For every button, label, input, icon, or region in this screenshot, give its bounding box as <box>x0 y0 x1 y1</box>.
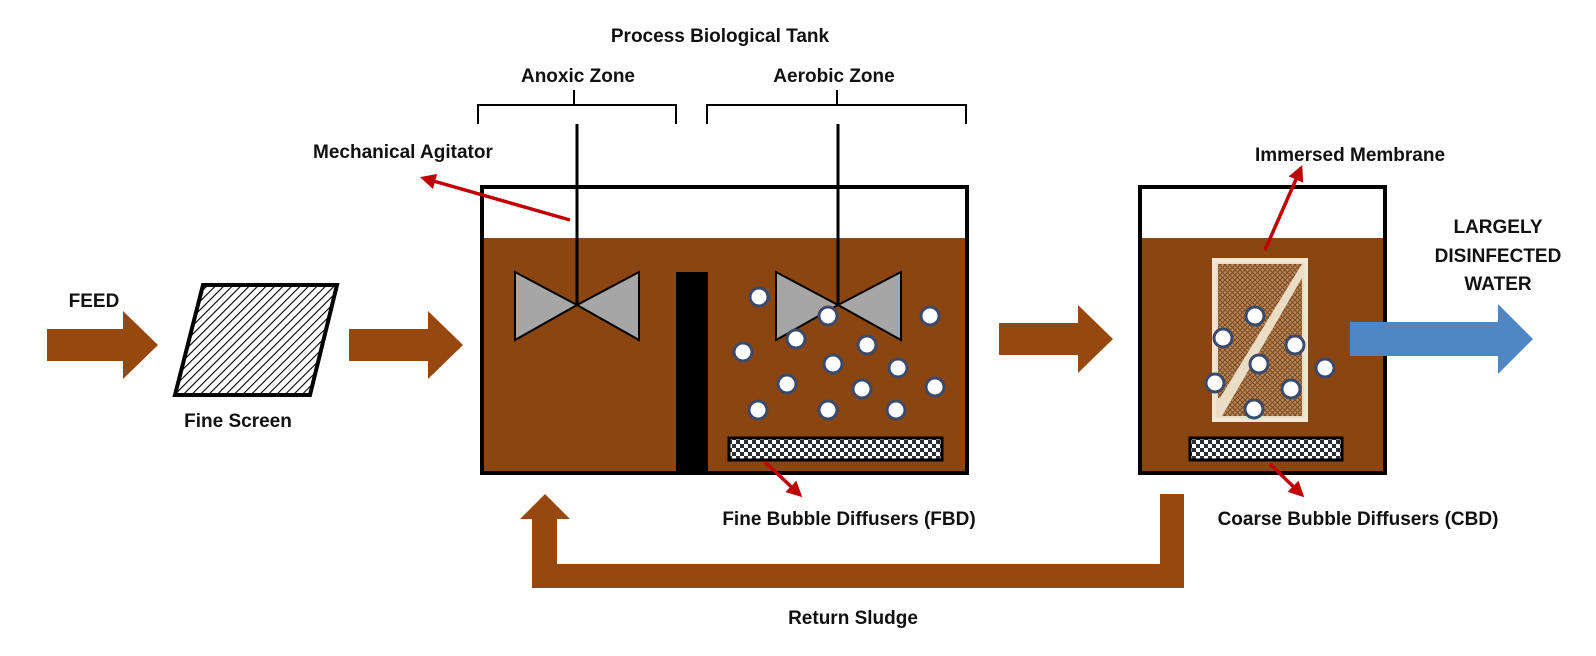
aerobic-zone-brace <box>706 90 967 124</box>
immersed-membrane-lower <box>1222 278 1302 416</box>
return-sludge-label: Return Sludge <box>788 608 918 629</box>
agitator-blade-left <box>514 270 580 342</box>
anoxic-zone-label: Anoxic Zone <box>521 66 635 87</box>
air-bubble <box>776 373 798 395</box>
air-bubble <box>885 399 907 421</box>
air-bubble <box>1284 334 1306 356</box>
anoxic-mechanical-agitator <box>514 270 640 342</box>
disinfected-water-arrow <box>1350 304 1533 374</box>
fine-screen <box>172 283 340 397</box>
fine-bubble-diffuser-callout-arrow <box>763 460 803 498</box>
coarse-bubble-diffuser-callout-arrow <box>1268 462 1305 498</box>
anoxic-zone-brace <box>477 90 677 124</box>
air-bubble <box>919 305 941 327</box>
aerobic-air-bubbles <box>732 286 946 421</box>
output-label-line1: LARGELY <box>1453 217 1542 238</box>
agitator-blade-right <box>835 270 902 342</box>
air-bubble <box>817 305 839 327</box>
immersed-membrane-upper <box>1218 264 1302 398</box>
mechanical-agitator-label: Mechanical Agitator <box>313 142 493 163</box>
bio-tank-sludge <box>482 238 967 473</box>
air-bubble <box>887 357 909 379</box>
feed-label: FEED <box>69 291 120 312</box>
output-label-line2: DISINFECTED <box>1435 246 1562 267</box>
air-bubble <box>1248 353 1270 375</box>
process-biological-tank <box>480 185 969 475</box>
air-bubble <box>747 399 769 421</box>
coarse-bubble-diffusers-label: Coarse Bubble Diffusers (CBD) <box>1218 509 1499 530</box>
air-bubble <box>851 378 873 400</box>
air-bubble <box>1280 378 1302 400</box>
agitator-blade-right <box>574 270 640 342</box>
fine-bubble-diffusers-label: Fine Bubble Diffusers (FBD) <box>722 509 975 530</box>
output-label-line3: WATER <box>1464 274 1531 295</box>
aerobic-zone-label: Aerobic Zone <box>773 66 894 87</box>
air-bubble <box>817 399 839 421</box>
air-bubble <box>1314 357 1336 379</box>
air-bubble <box>732 341 754 363</box>
flow-arrow-to-membrane-tank <box>999 305 1113 373</box>
membrane-air-bubbles <box>1204 305 1336 420</box>
mechanical-agitator-callout-arrow <box>419 173 571 222</box>
air-bubble <box>785 328 807 350</box>
coarse-bubble-diffuser <box>1188 436 1344 462</box>
air-bubble <box>822 353 844 375</box>
fine-bubble-diffuser <box>727 436 944 462</box>
flow-arrow-to-bio-tank <box>349 311 463 379</box>
tank-baffle <box>676 272 708 473</box>
air-bubble <box>856 334 878 356</box>
return-sludge-arrow <box>520 494 1184 588</box>
air-bubble <box>1244 305 1266 327</box>
air-bubble <box>924 376 946 398</box>
immersed-membrane-label: Immersed Membrane <box>1255 145 1445 166</box>
air-bubble <box>748 286 770 308</box>
agitator-blade-left <box>775 270 841 342</box>
process-tank-title: Process Biological Tank <box>611 26 830 47</box>
feed-arrow <box>47 311 158 379</box>
air-bubble <box>1212 327 1234 349</box>
aerobic-mechanical-agitator <box>775 270 902 342</box>
immersed-membrane-callout-arrow <box>1263 165 1304 251</box>
fine-screen-label: Fine Screen <box>184 411 292 432</box>
air-bubble <box>1243 398 1265 420</box>
air-bubble <box>1204 372 1226 394</box>
